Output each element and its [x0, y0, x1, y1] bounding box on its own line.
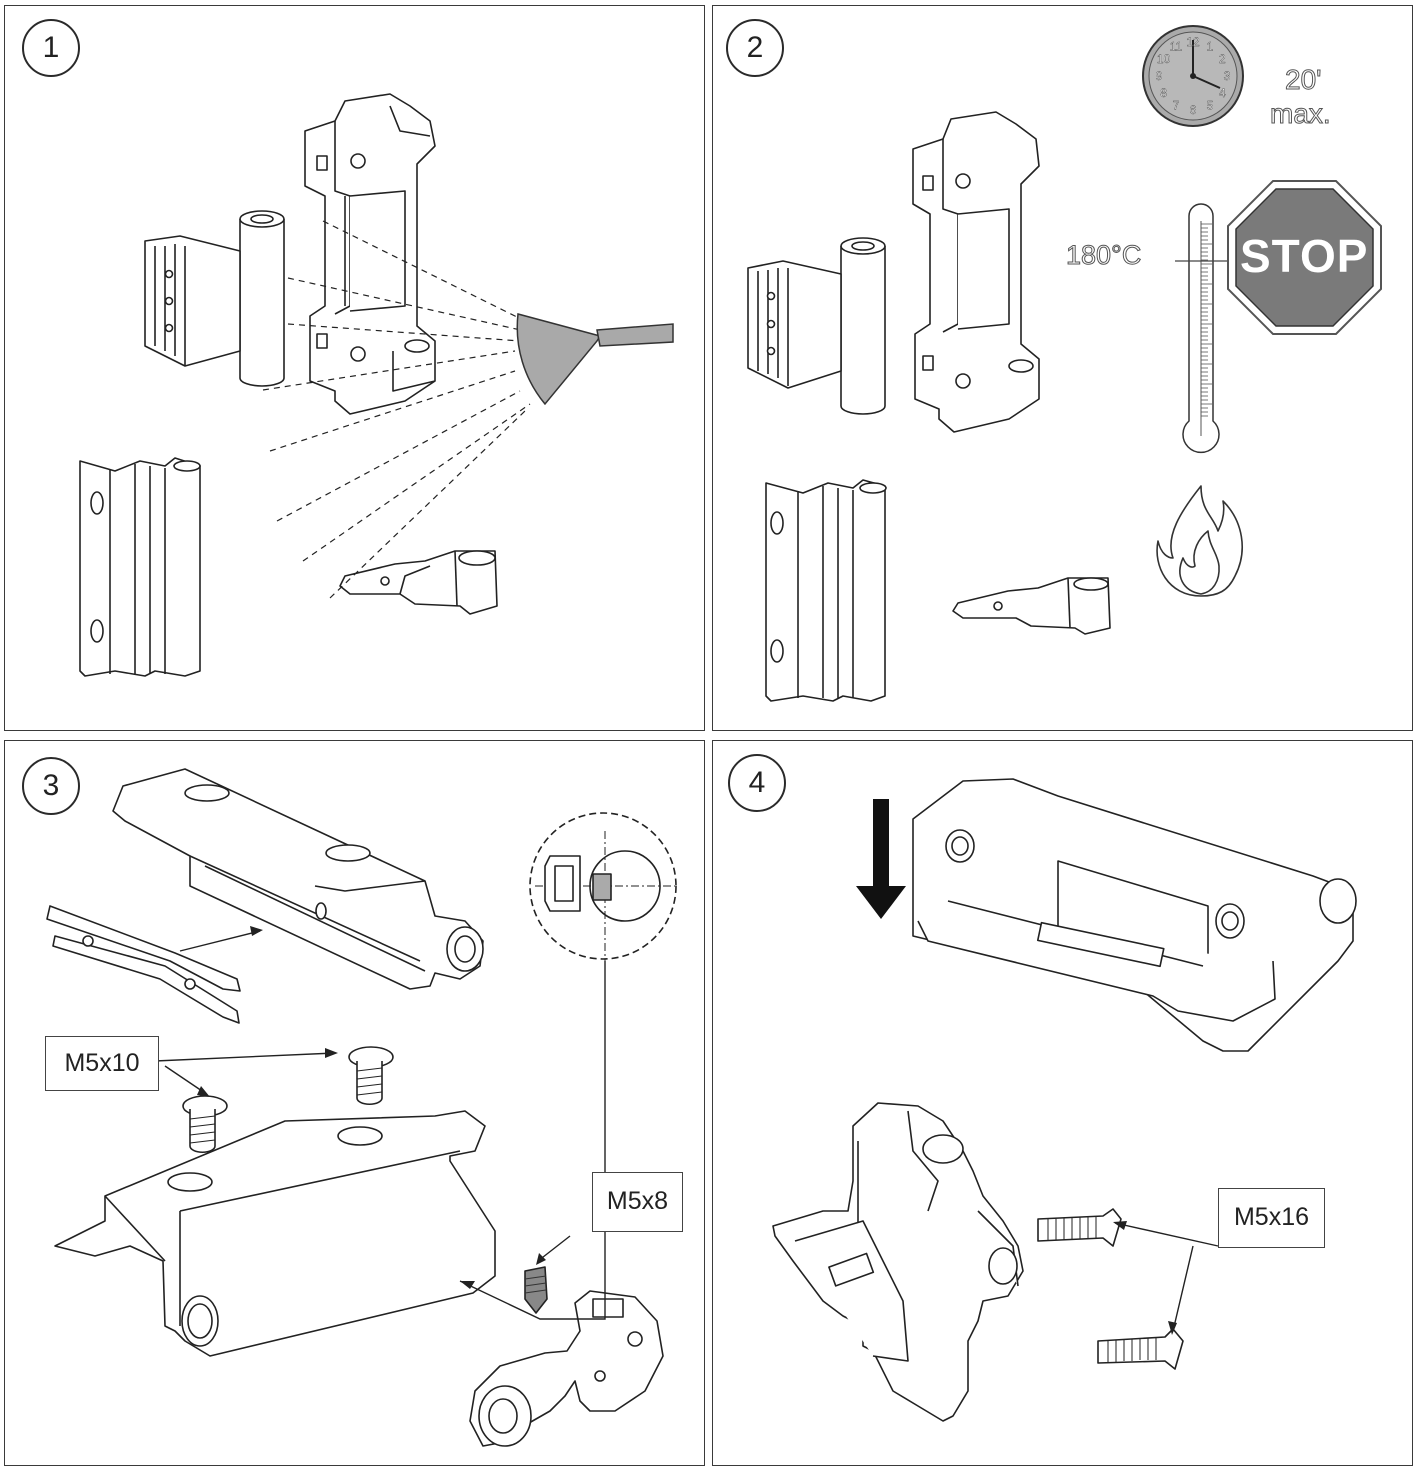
hinge-bracket-small — [339, 550, 498, 615]
step-number-1: 1 — [22, 19, 80, 77]
frame-profile — [79, 457, 201, 677]
step-1-illustration — [79, 93, 674, 677]
grub-screw-m5x8 — [524, 1266, 548, 1314]
hinge-bracket-small — [952, 577, 1111, 635]
hinge-bracket-bottom — [772, 1102, 1024, 1422]
step-1-panel: 1 — [4, 5, 705, 731]
clock-number: 6 — [1190, 103, 1197, 117]
step-number-2: 2 — [726, 19, 784, 77]
clock-number: 1 — [1207, 40, 1214, 54]
hinge-rail-bottom — [54, 1110, 496, 1357]
hinge-pin-sleeve — [239, 210, 285, 387]
stop-sign-text: STOP — [1240, 230, 1369, 282]
screw-m5x10-a — [182, 1095, 228, 1154]
clock-number: 8 — [1160, 86, 1167, 100]
clock-number: 4 — [1219, 86, 1226, 100]
spring-clip-tool — [46, 905, 241, 1024]
clock-number: 2 — [1219, 52, 1226, 66]
leader-arrowheads — [1113, 1221, 1177, 1335]
stop-sign-icon — [1227, 180, 1382, 335]
spray-lines — [262, 220, 531, 599]
step-3-panel: 3 M5x10 M5x8 — [4, 740, 705, 1466]
step-3-illustration — [46, 768, 677, 1447]
hinge-pin-sleeve — [840, 237, 886, 415]
hinge-wing — [144, 235, 241, 367]
step-4-panel: 4 M5x16 — [712, 740, 1413, 1466]
arrow-down-icon — [856, 799, 906, 919]
time-max-label: max. — [1270, 98, 1332, 130]
leader-lines — [154, 930, 606, 1320]
hinge-wing — [747, 260, 842, 389]
screw-m5x16-a — [1037, 1208, 1122, 1247]
screw-label-m5x16: M5x16 — [1218, 1188, 1325, 1248]
screw-label-m5x10: M5x10 — [45, 1036, 159, 1091]
leader-lines — [1114, 1222, 1219, 1332]
hinge-bracket-lower — [469, 1290, 664, 1447]
leader-arrowheads — [197, 926, 546, 1289]
clock-number: 5 — [1207, 98, 1214, 112]
step-number-3: 3 — [22, 757, 80, 815]
screw-m5x16-b — [1097, 1328, 1184, 1370]
temperature-label: 180°C — [1065, 240, 1142, 271]
hinge-bracket — [304, 93, 436, 415]
spray-nozzle-icon — [516, 313, 674, 406]
screw-m5x10-b — [348, 1046, 394, 1106]
clock-number: 3 — [1224, 69, 1231, 83]
frame-profile — [765, 479, 887, 702]
clock-number: 12 — [1186, 35, 1200, 49]
step-number-4: 4 — [728, 754, 786, 812]
screw-label-m5x8: M5x8 — [592, 1172, 683, 1232]
clock-number: 10 — [1157, 52, 1171, 66]
clock-number: 9 — [1156, 69, 1163, 83]
clock-number: 7 — [1173, 98, 1180, 112]
clock-number: 11 — [1170, 40, 1183, 54]
time-value: 20' — [1285, 64, 1322, 96]
hinge-bracket — [912, 111, 1040, 433]
hinge-bracket-top — [912, 778, 1357, 1052]
detail-magnifier — [529, 812, 677, 966]
thermometer-icon — [1175, 203, 1233, 454]
step-4-illustration — [772, 778, 1357, 1422]
flame-icon — [1156, 485, 1243, 597]
hinge-rail-top — [112, 768, 484, 990]
